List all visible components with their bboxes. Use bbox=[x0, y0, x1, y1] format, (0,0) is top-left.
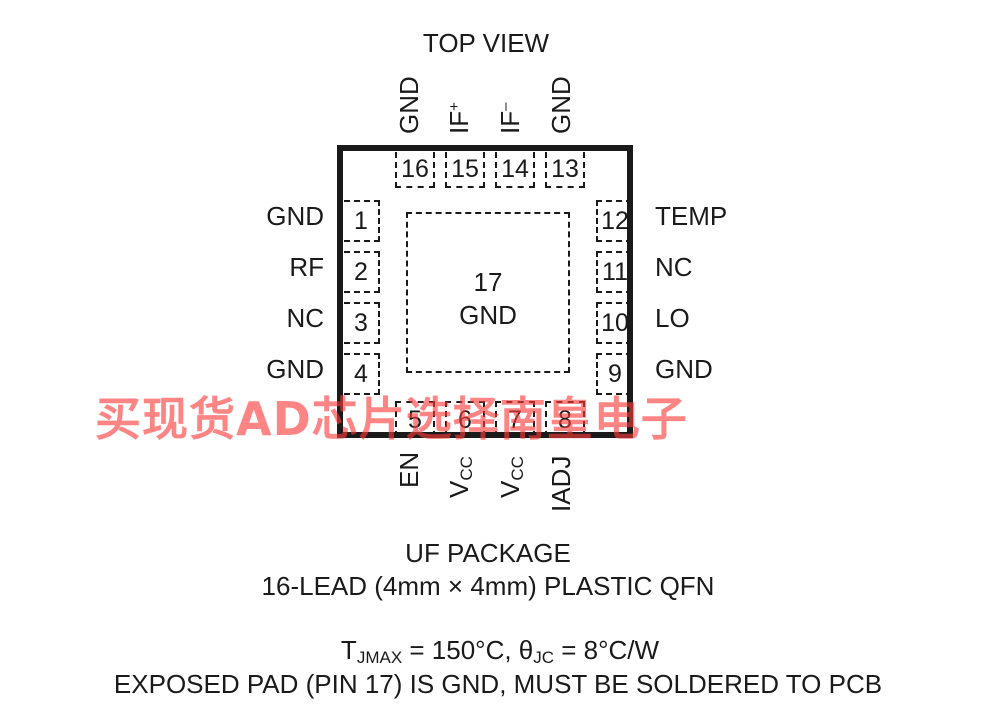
pin-2-label: RF bbox=[289, 252, 324, 282]
pin-8-label: IADJ bbox=[546, 455, 576, 512]
pin-15-label: IF+ bbox=[444, 102, 474, 134]
pin-5-label: EN bbox=[394, 451, 424, 488]
pin-4: 4 bbox=[344, 353, 380, 395]
pin-14-label: IF– bbox=[495, 102, 525, 134]
pin-16: 16 bbox=[395, 152, 435, 188]
pin-1-label: GND bbox=[266, 201, 324, 231]
pin-3-label: NC bbox=[286, 303, 324, 333]
pin-11: 11 bbox=[596, 251, 632, 293]
pin-9-label: GND bbox=[655, 354, 713, 384]
pin-6: 6 bbox=[445, 401, 485, 437]
pin-13: 13 bbox=[545, 152, 585, 188]
pad-name: GND bbox=[459, 300, 517, 330]
diagram-title: TOP VIEW bbox=[422, 28, 550, 58]
pin-1: 1 bbox=[344, 200, 380, 242]
package-name: UF PACKAGE bbox=[405, 538, 571, 568]
exposed-pad: 17 GND bbox=[406, 212, 570, 373]
pin-5: 5 bbox=[395, 401, 435, 437]
watermark: 买现货AD芯片选择南皇电子 bbox=[95, 392, 688, 446]
package-description: 16-LEAD (4mm × 4mm) PLASTIC QFN bbox=[261, 571, 715, 601]
pin-8: 8 bbox=[545, 401, 585, 437]
exposed-pad-note: EXPOSED PAD (PIN 17) IS GND, MUST BE SOL… bbox=[113, 669, 883, 699]
thermal-specs: TJMAX = 150°C, θJC = 8°C/W bbox=[340, 635, 660, 667]
pin-16-label: GND bbox=[394, 76, 424, 134]
pin-9: 9 bbox=[596, 353, 632, 395]
pin-3: 3 bbox=[344, 302, 380, 344]
pin-11-label: NC bbox=[655, 252, 693, 282]
pad-number: 17 bbox=[473, 267, 503, 297]
pin-2: 2 bbox=[344, 251, 380, 293]
package-outline: 17 GND 16 15 14 13 1 2 3 4 12 11 10 9 5 … bbox=[337, 145, 633, 438]
pin-12-label: TEMP bbox=[655, 201, 728, 231]
pin-4-label: GND bbox=[266, 354, 324, 384]
pin-14: 14 bbox=[495, 152, 535, 188]
pin-12: 12 bbox=[596, 200, 632, 242]
pin-13-label: GND bbox=[546, 76, 576, 134]
pin-7: 7 bbox=[495, 401, 535, 437]
pin-7-label: VCC bbox=[495, 456, 527, 498]
pin-6-label: VCC bbox=[444, 456, 476, 498]
pin-10-label: LO bbox=[655, 303, 690, 333]
pin-15: 15 bbox=[445, 152, 485, 188]
pin-10: 10 bbox=[596, 302, 632, 344]
